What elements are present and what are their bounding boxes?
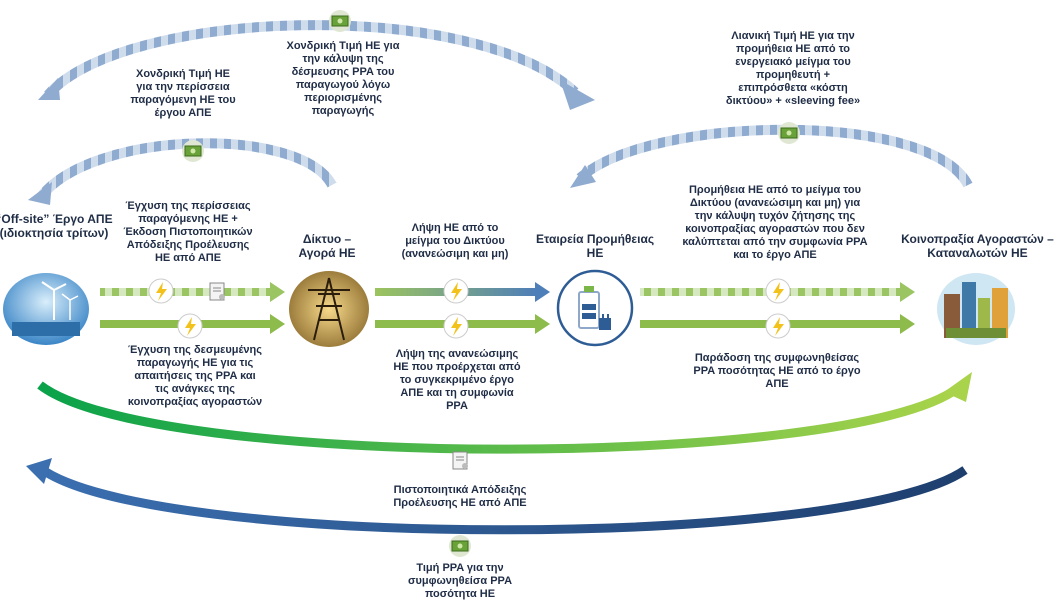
curve-ppa-price-head [26, 458, 52, 484]
money-icon [327, 10, 353, 37]
arc-wholesale-top [44, 20, 579, 99]
lightning-icon [765, 313, 791, 344]
label-certificates: Πιστοποιητικά Απόδειξης Προέλευσης ΗΕ απ… [393, 484, 527, 509]
money-icon [180, 140, 206, 167]
label-supply-mix: Προμήθεια ΗΕ από το μείγμα του Δικτύου (… [682, 184, 868, 261]
lightning-icon [443, 313, 469, 344]
certificate-icon [208, 281, 228, 308]
label-grid-mix: Λήψη ΗΕ από το μείγμα του Δικτύου (ανανε… [401, 222, 509, 260]
lightning-icon [765, 278, 791, 309]
wind-turbine-icon [2, 272, 90, 351]
money-icon [776, 122, 802, 149]
arc-wholesale-left-head [28, 182, 52, 205]
lightning-icon [148, 278, 174, 309]
node-renewable-title: “Off-site” Έργο ΑΠΕ (ιδιοκτησία τρίτων) [0, 212, 113, 240]
battery-plug-icon [555, 268, 635, 353]
label-wholesale-top: Χονδρική Τιμή ΗΕ για την κάλυψη της δέσμ… [286, 40, 400, 117]
lightning-icon [177, 313, 203, 344]
lightning-icon [443, 278, 469, 309]
city-buildings-icon [936, 272, 1016, 351]
curve-certificates [37, 381, 961, 454]
arc-retail-head [570, 165, 596, 188]
label-retail-price: Λιανική Τιμή ΗΕ για την προμήθεια ΗΕ από… [725, 30, 861, 107]
label-wholesale-left: Χονδρική Τιμή ΗΕ για την περίσσεια παραγ… [130, 68, 236, 119]
arc-wholesale-top-head [560, 80, 595, 110]
curve-ppa-price [37, 464, 968, 535]
money-icon [447, 535, 473, 562]
label-ppa-price: Τιμή PPA για την συμφωνηθείσα PPA ποσότη… [407, 562, 513, 600]
bar-excess-injection [100, 288, 270, 296]
curve-certificates-head [944, 372, 972, 402]
certificate-icon [451, 450, 471, 477]
arc-retail [576, 124, 973, 188]
node-supplier-title: Εταιρεία Προμήθειας ΗΕ [535, 232, 655, 260]
node-grid-title: Δίκτυο – Αγορά ΗΕ [298, 232, 356, 260]
label-renewable-receive: Λήψη της ανανεώσιμης ΗΕ που προέρχεται α… [393, 348, 521, 412]
label-injection-excess: Έγχυση της περίσσειας παραγόμενης ΗΕ + Έ… [123, 200, 253, 264]
label-injection-committed: Έγχυση της δεσμευμένης παραγωγής ΗΕ για … [127, 344, 263, 408]
node-consumers-title: Κοινοπραξία Αγοραστών – Καταναλωτών ΗΕ [901, 232, 1054, 260]
power-pylon-icon [288, 270, 370, 353]
label-delivery: Παράδοση της συμφωνηθείσας PPA ποσότητας… [693, 352, 861, 390]
